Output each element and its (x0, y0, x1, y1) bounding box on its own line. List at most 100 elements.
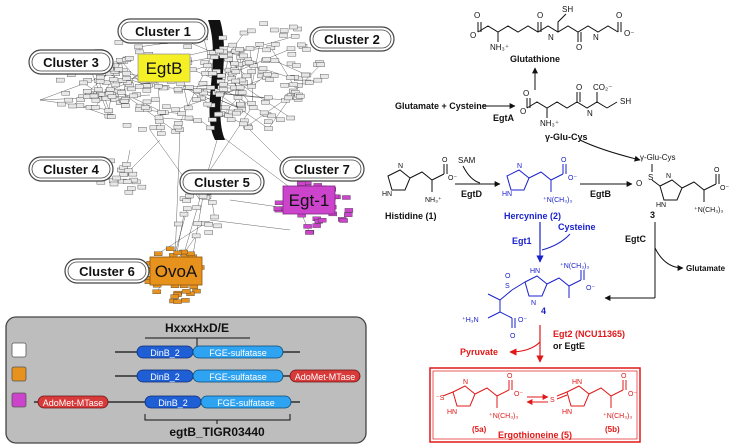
network-node (182, 198, 191, 203)
network-edge (121, 92, 176, 132)
network-node (230, 61, 239, 66)
svg-text:DinB_2: DinB_2 (158, 398, 188, 408)
network-node (170, 294, 179, 299)
network-node (107, 94, 117, 99)
mtase-domain (37, 395, 109, 409)
cluster-label-1: Cluster 1 (117, 18, 209, 44)
compound-5a-structure (442, 380, 513, 408)
svg-text:SH: SH (620, 97, 631, 106)
svg-text:O⁻: O⁻ (720, 185, 729, 192)
network-edge (223, 89, 268, 115)
network-node (142, 88, 152, 93)
svg-text:N: N (531, 300, 536, 307)
network-node (166, 246, 175, 251)
svg-text:O: O (714, 167, 720, 174)
network-node (155, 119, 164, 124)
cluster-5-label: Cluster 5 (194, 175, 250, 190)
network-node (342, 195, 351, 200)
svg-text:N: N (398, 163, 403, 170)
glutathione-label: Glutathione (510, 54, 560, 64)
network-node (289, 82, 298, 87)
svg-text:⁺N(CH₃)₃: ⁺N(CH₃)₃ (543, 196, 572, 204)
cluster-2-label: Cluster 2 (324, 32, 380, 47)
swatch-orange (11, 366, 27, 382)
network-node (232, 110, 241, 116)
svg-text:AdoMet-MTase: AdoMet-MTase (43, 398, 104, 408)
svg-text:S: S (550, 397, 555, 404)
gamma-glu-cys-label: γ-Glu-Cys (545, 132, 588, 142)
network-edge (177, 65, 208, 128)
network-node (89, 93, 99, 99)
network-node (226, 117, 236, 122)
svg-text:S: S (505, 283, 510, 290)
network-node (154, 115, 164, 120)
network-node (57, 101, 66, 107)
network-node (259, 21, 268, 26)
cluster-label-6: Cluster 6 (64, 258, 150, 284)
network-node (173, 299, 182, 304)
svg-text:N: N (587, 109, 593, 118)
network-node (286, 46, 296, 51)
network-node (64, 97, 73, 103)
network-node (204, 230, 213, 235)
network-node (122, 162, 131, 167)
hercynine-label: Hercynine (2) (504, 211, 561, 221)
svg-text:O: O (537, 11, 543, 20)
cysteine-label: Cysteine (558, 222, 596, 232)
network-node (236, 101, 245, 107)
svg-text:O: O (510, 333, 516, 340)
network-node (247, 101, 256, 106)
cluster-7-label: Cluster 7 (294, 162, 350, 177)
network-node (249, 63, 258, 68)
svg-text:FGE-sulfatase: FGE-sulfatase (217, 398, 275, 408)
network-node (287, 52, 297, 57)
network-node (219, 54, 228, 59)
network-node (231, 69, 241, 74)
egt1-label: Egt1 (512, 236, 532, 246)
network-node (123, 179, 132, 184)
network-node (129, 93, 138, 99)
svg-text:O: O (474, 11, 480, 20)
network-node (94, 87, 103, 92)
network-node (247, 69, 256, 74)
svg-text:SH: SH (562, 5, 573, 14)
glutamate-label: Glutamate (686, 264, 726, 273)
network-node (171, 107, 180, 112)
network-node (270, 27, 279, 33)
svg-text:HN: HN (530, 268, 540, 275)
compound-5a-label: (5a) (472, 425, 487, 434)
network-node (204, 222, 213, 227)
cluster-label-3: Cluster 3 (28, 49, 114, 75)
network-node (264, 126, 273, 131)
tautomer-arrows (526, 394, 549, 405)
glu-cys-input-label: Glutamate + Cysteine (395, 101, 487, 111)
network-node (107, 114, 116, 119)
network-node (258, 66, 268, 71)
network-node (208, 117, 217, 122)
ovoa-tag-label: OvoA (155, 262, 198, 281)
network-node (135, 84, 144, 89)
network-node (316, 62, 325, 67)
egt1-tag: Egt-1 (282, 185, 336, 215)
network-node (279, 28, 289, 33)
network-node (76, 97, 85, 102)
network-node (297, 42, 306, 48)
svg-text:O⁻: O⁻ (624, 29, 634, 38)
svg-text:O: O (561, 157, 567, 164)
network-node (137, 184, 147, 190)
network-node (210, 214, 219, 220)
network-node (271, 42, 280, 47)
network-edge (235, 80, 291, 119)
network-node (239, 30, 249, 36)
cluster-4-label: Cluster 4 (43, 162, 99, 177)
network-node (261, 100, 270, 105)
network-node (276, 117, 285, 122)
svg-text:HN: HN (656, 202, 666, 209)
network-node (192, 205, 201, 210)
network-node (280, 83, 289, 88)
network-edge (79, 105, 109, 117)
network-edge (158, 223, 206, 254)
network-node (219, 87, 228, 92)
hercynine-structure (506, 164, 567, 192)
svg-text:O: O (576, 43, 582, 52)
